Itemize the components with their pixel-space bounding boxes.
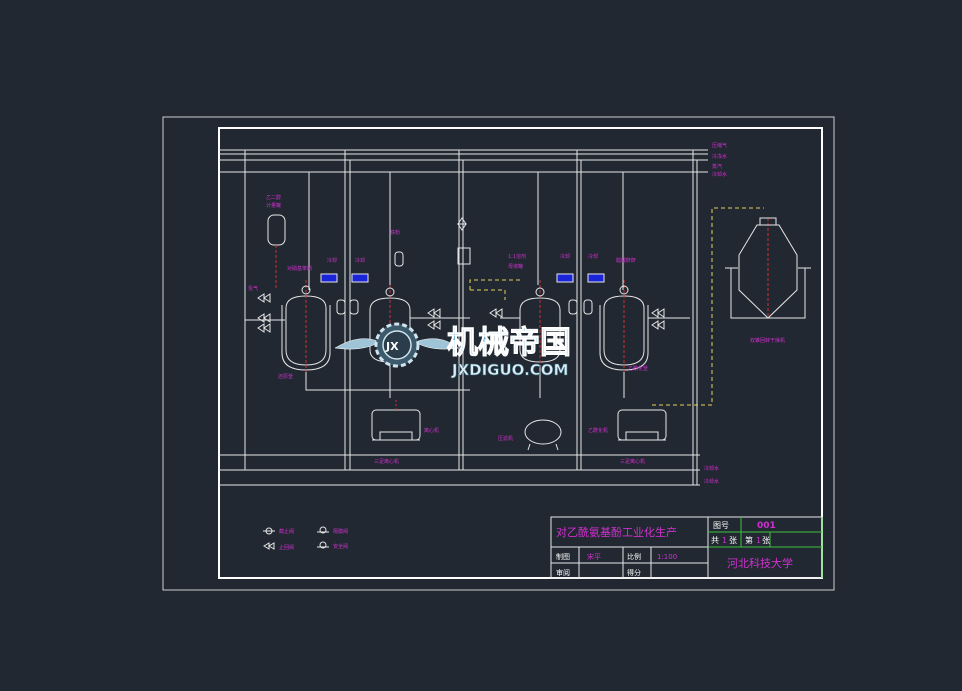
- feed-tank: 乙二醇 计量罐: [266, 194, 286, 290]
- conveyor-lines: [469, 207, 764, 406]
- sheet-outer-border: [162, 116, 835, 591]
- reactor-3-label-top: 1:1溶剂: [508, 253, 526, 260]
- coolers-right: 冷却 冷却: [556, 253, 605, 315]
- scale-label: 比例: [627, 552, 641, 561]
- cooler-3b-label: 冷却: [588, 253, 598, 260]
- draw-label: 制图: [556, 552, 570, 561]
- utility-label-3: 蒸汽: [712, 163, 722, 170]
- dryer-label: 双锥回转干燥机: [750, 337, 785, 344]
- reactor-1-label: 对硝基苯酚: [287, 265, 312, 272]
- feed-tank-label-top: 乙二醇: [266, 194, 281, 201]
- reactor-3: 1:1溶剂 母液罐: [508, 253, 561, 365]
- base-1-label: 三足离心机: [374, 458, 399, 465]
- utility-bottom-label-1: 冷却水: [704, 465, 719, 472]
- vessel-left-label: 还原釜: [278, 373, 293, 380]
- legend-label-check-valve: 止回阀: [279, 544, 294, 551]
- base-2-label: 三足离心机: [620, 458, 645, 465]
- vertical-pipes: [244, 150, 698, 485]
- cooler-3-label: 冷却: [560, 253, 570, 260]
- sheet-value: 1: [756, 536, 761, 545]
- centrifuge-1-label: 离心机: [424, 427, 439, 434]
- legend-label-gate-valve: 截止阀: [279, 528, 294, 535]
- legend-item-check-valve: 止回阀: [263, 542, 294, 551]
- coolers-left: 冷却 冷却: [320, 257, 369, 315]
- utility-label-1: 压缩气: [712, 142, 727, 149]
- double-cone-dryer: 双锥回转干燥机: [725, 217, 811, 344]
- sheet-label: 第: [745, 535, 753, 545]
- reactor-2-label: 铁粉: [390, 229, 400, 236]
- reactor-1: 对硝基苯酚 氢气 还原釜: [248, 265, 331, 380]
- watermark-brand-en: JXDIGUO.COM: [451, 361, 568, 379]
- watermark-badge: JX: [385, 340, 399, 353]
- draw-value: 宋平: [587, 552, 601, 561]
- drawing-frame: [218, 127, 823, 579]
- cooler-1b-label: 冷却: [355, 257, 365, 264]
- centrifuge-3: 乙酰化机 三足离心机: [588, 409, 667, 465]
- watermark-logo: JX 机械帝国 JXDIGUO.COM: [334, 322, 572, 379]
- total-label: 共: [711, 536, 719, 545]
- watermark-brand-cn: 机械帝国: [447, 325, 571, 361]
- gear-emblem-icon: JX: [334, 322, 459, 368]
- school-name: 河北科技大学: [727, 556, 793, 570]
- centrifuge-2: 压滤机: [498, 419, 562, 451]
- title-block: 对乙酰氨基酚工业化生产 图号 001 共 1 张 第 1 张 制图 宋平 比例 …: [550, 516, 823, 579]
- reactor-3-label-bottom: 母液罐: [508, 263, 523, 270]
- utility-bottom-label-2: 冷却水: [704, 478, 719, 485]
- feed-tank-label-bottom: 计量罐: [266, 202, 281, 209]
- reactor-4-label: 醋酸酐酐: [616, 257, 636, 264]
- drawing-no-label: 图号: [713, 521, 729, 530]
- utility-label-4: 冷却水: [712, 171, 727, 178]
- centrifuge-2-label: 压滤机: [498, 435, 513, 442]
- cooler-1-label: 冷却: [327, 257, 337, 264]
- centrifuge-1: 离心机 三足离心机: [371, 400, 439, 465]
- legend-item-safety-valve: 安全阀: [317, 541, 348, 550]
- legend-item-gate-valve: 截止阀: [263, 527, 294, 535]
- total-unit: 张: [729, 536, 737, 545]
- vessel-right-label: 乙酰化釜: [628, 365, 648, 372]
- legend-item-diaphragm-valve: 隔膜阀: [317, 526, 348, 535]
- feed-left-label: 氢气: [248, 285, 258, 292]
- legend-label-diaphragm-valve: 隔膜阀: [333, 528, 348, 535]
- sheet-unit: 张: [762, 536, 770, 545]
- total-value: 1: [722, 536, 727, 545]
- scale-value: 1:100: [657, 553, 677, 561]
- drawing-no-value: 001: [757, 521, 776, 531]
- score-label: 得分: [627, 568, 641, 577]
- valve-symbols: [245, 217, 690, 398]
- legend-label-safety-valve: 安全阀: [333, 543, 348, 550]
- centrifuge-3-label: 乙酰化机: [588, 427, 608, 434]
- utility-label-2: 冷冻水: [712, 153, 727, 160]
- reactor-4: 醋酸酐酐 乙酰化釜: [599, 257, 649, 372]
- drawing-title: 对乙酰氨基酚工业化生产: [556, 525, 677, 539]
- review-label: 审阅: [556, 568, 570, 577]
- legend: 截止阀 止回阀 隔膜阀 安全阀: [263, 526, 348, 551]
